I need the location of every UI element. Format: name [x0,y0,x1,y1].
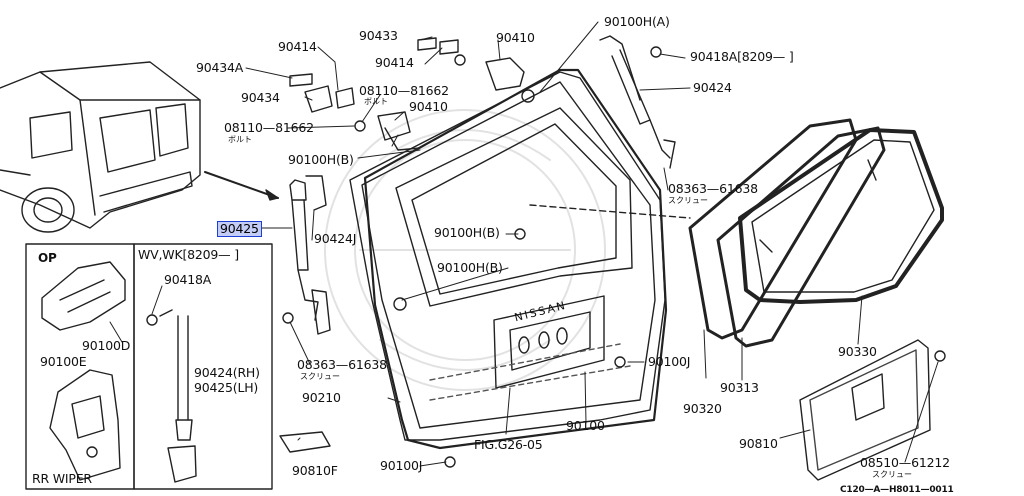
label-90434[interactable]: 90434 [241,90,280,105]
label-screw-jp-61212: スクリュー [872,470,912,479]
label-90424-top[interactable]: 90424 [693,80,732,95]
label-fig-ref[interactable]: FIG.G26-05 [474,437,543,452]
label-90320[interactable]: 90320 [683,401,722,416]
label-bolt-81662-b[interactable]: 08110—81662 [224,120,314,135]
leader-lines [109,21,939,467]
label-90433[interactable]: 90433 [359,28,398,43]
inset-gas-stay [146,309,331,483]
finisher-plate [799,339,946,481]
glass-set [688,118,944,348]
label-screw-jp-top: スクリュー [668,196,708,205]
label-90100D[interactable]: 90100D [82,338,131,353]
label-screw-jp-bottom: スクリュー [300,372,340,381]
label-90810F[interactable]: 90810F [292,463,338,478]
direction-arrow [204,171,279,199]
label-90418A-top[interactable]: 90418A[8209— ] [690,49,794,64]
label-90313[interactable]: 90313 [720,380,759,395]
inset-frames [25,243,273,490]
label-90100E[interactable]: 90100E [40,354,87,369]
label-op: OP [38,251,57,265]
right-gas-stay [599,35,676,169]
label-90425-highlighted[interactable]: 90425 [217,221,262,237]
label-screw-61638-bottom[interactable]: 08363—61638 [297,357,387,372]
diagram-code: C120—A—H8011—0011 [840,485,954,495]
watermark-crest [324,109,606,391]
label-screw-61638-top[interactable]: 08363—61638 [668,181,758,196]
label-90210[interactable]: 90210 [302,390,341,405]
label-90418A-inset[interactable]: 90418A [164,272,212,287]
weatherstrip [363,68,668,450]
left-gas-stay [282,175,331,335]
label-90434A[interactable]: 90434A [196,60,244,75]
label-90425LH[interactable]: 90425(LH) [194,380,259,395]
rr-wiper-parts [41,261,126,481]
label-90100H-B-left[interactable]: 90100H(B) [288,152,354,167]
label-90410-mid[interactable]: 90410 [409,99,448,114]
label-90100[interactable]: 90100 [566,418,605,433]
label-bolt-jp-b: ボルト [228,135,252,144]
label-90100H-B-center2[interactable]: 90100H(B) [437,260,503,275]
back-door [349,71,691,468]
label-screw-61212[interactable]: 08510—61212 [860,455,950,470]
label-90410-top[interactable]: 90410 [496,30,535,45]
label-bolt-81662-a[interactable]: 08110—81662 [359,83,449,98]
label-90810[interactable]: 90810 [739,436,778,451]
label-90424RH[interactable]: 90424(RH) [194,365,260,380]
label-variant: WV,WK[8209— ] [138,247,239,262]
label-90330[interactable]: 90330 [838,344,877,359]
label-rr-wiper: RR WIPER [32,471,92,486]
label-90414-top[interactable]: 90414 [278,39,317,54]
label-90424J[interactable]: 90424J [314,231,357,246]
label-90100H-B-center[interactable]: 90100H(B) [434,225,500,240]
label-bolt-jp-a: ボルト [364,97,388,106]
van-body [0,61,201,233]
label-90414-mid[interactable]: 90414 [375,55,414,70]
label-90100J-bottom[interactable]: 90100J [380,458,423,473]
hinge-group [289,37,535,151]
label-90100H-A[interactable]: 90100H(A) [604,14,670,29]
label-90100J-right[interactable]: 90100J [648,354,691,369]
